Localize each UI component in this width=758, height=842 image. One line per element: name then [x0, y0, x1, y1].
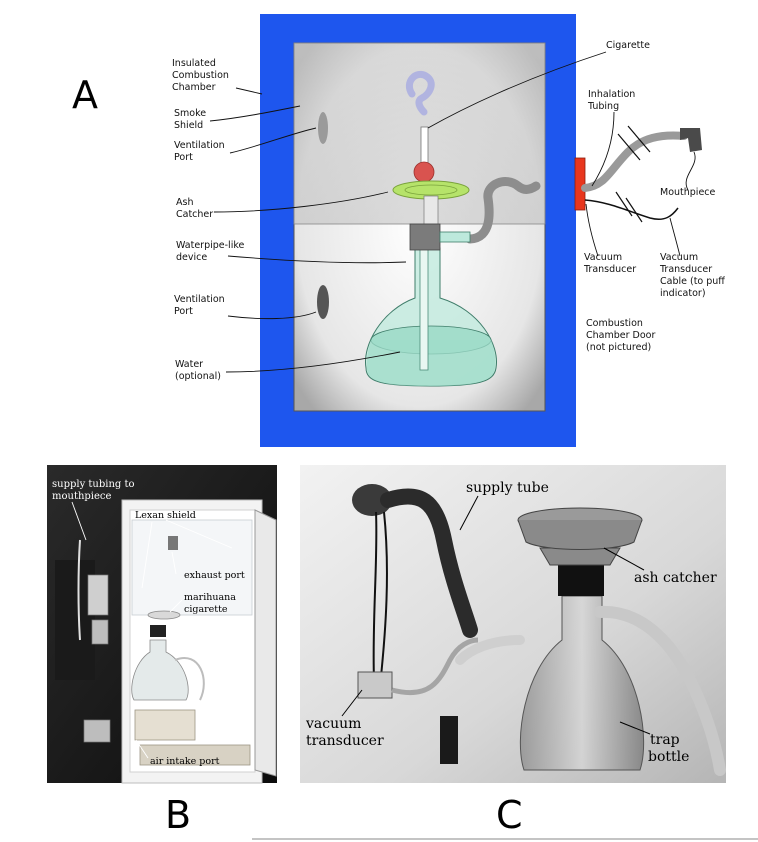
label-exhaust-port: exhaust port [184, 570, 245, 581]
svg-text:Catcher: Catcher [176, 209, 213, 220]
svg-text:indicator): indicator) [660, 288, 706, 299]
svg-text:Combustion: Combustion [586, 318, 643, 329]
side-tubing [594, 605, 726, 776]
label-supply-tube: supply tube [466, 480, 549, 496]
photo-b-leaders [71, 501, 233, 759]
supply-tube [380, 488, 478, 638]
label-lexan-shield: Lexan shield [135, 510, 196, 521]
ventilation-port-bottom [317, 285, 329, 319]
lexan-shield [131, 519, 253, 616]
svg-text:Port: Port [174, 306, 193, 317]
svg-text:Transducer: Transducer [659, 264, 712, 275]
svg-text:Chamber: Chamber [172, 82, 216, 93]
photo-c-leaders [341, 495, 651, 735]
label-trap-bottle: trap [650, 732, 680, 748]
svg-text:Ventilation: Ventilation [174, 140, 225, 151]
svg-text:Ash: Ash [176, 197, 193, 208]
smoke-icon [405, 71, 435, 116]
svg-text:Tubing: Tubing [587, 101, 619, 112]
mouthpiece-fitting [87, 574, 109, 616]
exhaust-port [168, 536, 178, 550]
stand-b [134, 709, 196, 741]
svg-text:Shield: Shield [174, 120, 203, 131]
svg-text:Water: Water [175, 359, 203, 370]
panel-letter-b: B [165, 793, 191, 837]
svg-text:Inhalation: Inhalation [588, 89, 635, 100]
svg-text:Chamber Door: Chamber Door [586, 330, 655, 341]
svg-text:Waterpipe-like: Waterpipe-like [176, 240, 244, 251]
label-air-intake-port: air intake port [150, 756, 220, 767]
stopper [558, 560, 604, 596]
label-mouthpiece: Mouthpiece [660, 187, 716, 198]
svg-text:Ventilation: Ventilation [174, 294, 225, 305]
label-ash-catcher: Ash Catcher [176, 197, 213, 220]
label-vacuum-transducer: Vacuum Transducer [583, 252, 636, 275]
svg-text:Port: Port [174, 152, 193, 163]
svg-text:Vacuum: Vacuum [660, 252, 698, 263]
mouthpiece [680, 128, 702, 152]
svg-text:Transducer: Transducer [583, 264, 636, 275]
supply-tubing [465, 177, 541, 244]
panel-a-diagram: A [72, 14, 725, 447]
flask-b [131, 639, 189, 701]
leader-lines [209, 51, 696, 373]
label-ventilation-port-bottom: Ventilation Port [174, 294, 225, 317]
label-combustion-door: Combustion Chamber Door (not pictured) [586, 318, 655, 353]
inhalation-tubing [581, 131, 688, 192]
wall-fitting [352, 484, 392, 516]
trap-bottle [519, 595, 645, 771]
svg-text:(optional): (optional) [175, 371, 221, 382]
svg-text:Smoke: Smoke [174, 108, 206, 119]
svg-text:transducer: transducer [306, 733, 384, 749]
svg-text:device: device [176, 252, 207, 263]
svg-text:Combustion: Combustion [172, 70, 229, 81]
vacuum-transducer [574, 157, 586, 211]
svg-text:Insulated: Insulated [172, 58, 216, 69]
cigarette-tip [413, 161, 435, 183]
label-supply-tubing: supply tubing to [52, 479, 135, 490]
label-water: Water (optional) [175, 359, 221, 382]
label-inhalation-tubing: Inhalation Tubing [587, 89, 635, 112]
svg-text:(not pictured): (not pictured) [586, 342, 651, 353]
svg-text:Vacuum: Vacuum [584, 252, 622, 263]
label-waterpipe-device: Waterpipe-like device [176, 240, 244, 263]
downstem-tube [419, 231, 429, 371]
photo-c-background [300, 465, 726, 783]
label-ventilation-port-top: Ventilation Port [174, 140, 225, 163]
svg-text:cigarette: cigarette [184, 604, 228, 615]
label-vacuum-transducer-cable: Vacuum Transducer Cable (to puff indicat… [659, 252, 725, 299]
label-smoke-shield: Smoke Shield [174, 108, 206, 131]
cigarette [420, 126, 429, 166]
ventilation-port-top [318, 112, 328, 144]
panel-c-photo: supply tube ash catcher vacuum transduce… [300, 465, 726, 783]
vacuum-transducer-cable [584, 199, 679, 220]
label-cigarette: Cigarette [606, 40, 650, 51]
svg-text:bottle: bottle [648, 749, 689, 765]
vacuum-transducer-c [357, 671, 393, 699]
svg-text:Cable (to puff: Cable (to puff [660, 276, 725, 287]
panel-b-photo: supply tubing to mouthpiece Lexan shield… [47, 465, 277, 784]
label-ash-catcher-c: ash catcher [634, 570, 717, 586]
panel-letter-a: A [72, 73, 98, 117]
label-insulated-chamber: Insulated Combustion Chamber [172, 58, 229, 93]
chamber-door [254, 509, 277, 777]
label-vacuum-transducer-c: vacuum [305, 716, 361, 732]
flask-stopper [409, 223, 441, 251]
panel-letter-c: C [496, 793, 523, 837]
svg-text:mouthpiece: mouthpiece [52, 491, 112, 502]
ash-catcher-b [147, 610, 181, 620]
label-marihuana-cigarette: marihuana [184, 592, 236, 603]
